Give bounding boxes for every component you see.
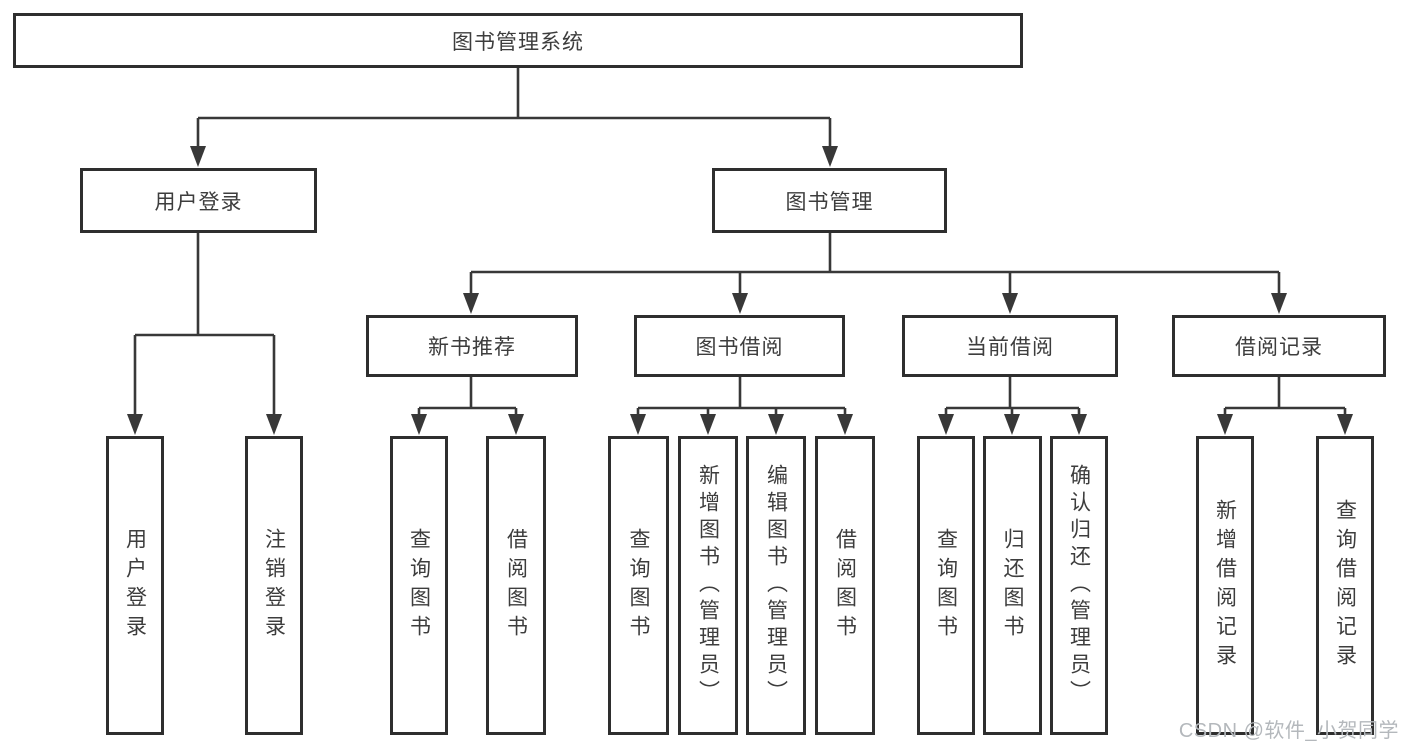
arrow-down-icon	[768, 414, 784, 435]
node-book-management-label: 图书管理	[785, 190, 874, 214]
arrow-down-icon	[463, 293, 479, 314]
node-leaf-query-book-3: 查询图书	[917, 436, 975, 735]
connector-user-login-children	[133, 233, 276, 418]
node-new-book-recommendation-label: 新书推荐	[428, 336, 516, 359]
arrowheads-user-login	[127, 414, 282, 435]
connector-book-management-children	[469, 233, 1281, 297]
connector-current-borrow-children	[944, 377, 1081, 418]
node-user-login-label: 用户登录	[154, 190, 243, 214]
node-leaf-return-book-label: 归还图书	[1001, 527, 1024, 644]
connector-book-borrow-children	[636, 377, 847, 418]
arrow-down-icon	[127, 414, 143, 435]
csdn-watermark: CSDN @软件_小贺同学	[1178, 720, 1399, 742]
arrow-down-icon	[1004, 414, 1020, 435]
node-leaf-user-login-label: 用户登录	[123, 527, 147, 644]
node-current-borrowing-label: 当前借阅	[966, 336, 1054, 359]
node-book-borrowing: 图书借阅	[634, 315, 845, 377]
node-root-label: 图书管理系统	[452, 30, 584, 54]
arrow-down-icon	[1271, 293, 1287, 314]
node-borrowing-records-label: 借阅记录	[1235, 336, 1323, 359]
node-leaf-query-book-2-label: 查询图书	[627, 527, 650, 644]
arrow-down-icon	[938, 414, 954, 435]
node-leaf-query-book-3-label: 查询图书	[934, 527, 958, 644]
node-user-login: 用户登录	[80, 168, 317, 233]
node-leaf-add-book-admin-label: 新增图书（管理员）	[696, 464, 720, 707]
arrow-down-icon	[732, 293, 748, 314]
node-leaf-confirm-return-admin-label: 确认归还（管理员）	[1067, 464, 1091, 707]
node-leaf-confirm-return-admin: 确认归还（管理员）	[1050, 436, 1108, 735]
node-leaf-borrow-book-2-label: 借阅图书	[833, 527, 857, 644]
arrow-down-icon	[700, 414, 716, 435]
arrow-down-icon	[1217, 414, 1233, 435]
arrowheads-book-borrow	[630, 414, 853, 435]
node-book-management: 图书管理	[712, 168, 947, 233]
node-leaf-user-login: 用户登录	[106, 436, 164, 735]
arrow-down-icon	[630, 414, 646, 435]
connector-borrow-record-children	[1223, 377, 1347, 418]
arrow-down-icon	[1071, 414, 1087, 435]
node-leaf-query-book-1: 查询图书	[390, 436, 448, 735]
node-root: 图书管理系统	[13, 13, 1023, 68]
arrow-down-icon	[411, 414, 427, 435]
node-leaf-query-book-1-label: 查询图书	[407, 527, 431, 644]
arrow-down-icon	[266, 414, 282, 435]
arrowheads-current-borrow	[938, 414, 1087, 435]
node-leaf-query-borrow-record-label: 查询借阅记录	[1333, 498, 1357, 673]
node-current-borrowing: 当前借阅	[902, 315, 1118, 377]
arrow-down-icon	[837, 414, 853, 435]
arrowheads-borrow-record	[1217, 414, 1353, 435]
node-leaf-return-book: 归还图书	[983, 436, 1042, 735]
arrow-down-icon	[1337, 414, 1353, 435]
node-leaf-logout: 注销登录	[245, 436, 303, 735]
node-leaf-logout-label: 注销登录	[262, 527, 286, 644]
node-book-borrowing-label: 图书借阅	[695, 336, 784, 359]
arrow-down-icon	[1002, 293, 1018, 314]
node-leaf-borrow-book-1-label: 借阅图书	[504, 527, 528, 644]
arrowheads-level3	[463, 293, 1287, 314]
arrow-down-icon	[822, 146, 838, 167]
node-leaf-edit-book-admin: 编辑图书（管理员）	[746, 436, 806, 735]
arrow-down-icon	[508, 414, 524, 435]
node-leaf-add-borrow-record: 新增借阅记录	[1196, 436, 1254, 735]
arrowheads-level2	[190, 146, 838, 167]
node-leaf-borrow-book-1: 借阅图书	[486, 436, 546, 735]
node-borrowing-records: 借阅记录	[1172, 315, 1386, 377]
node-leaf-add-book-admin: 新增图书（管理员）	[678, 436, 738, 735]
node-leaf-edit-book-admin-label: 编辑图书（管理员）	[764, 464, 788, 707]
node-new-book-recommendation: 新书推荐	[366, 315, 578, 377]
node-leaf-add-borrow-record-label: 新增借阅记录	[1213, 498, 1237, 673]
node-leaf-query-borrow-record: 查询借阅记录	[1316, 436, 1374, 735]
arrow-down-icon	[190, 146, 206, 167]
node-leaf-borrow-book-2: 借阅图书	[815, 436, 875, 735]
connector-root-to-level2	[196, 68, 832, 150]
node-leaf-query-book-2: 查询图书	[608, 436, 669, 735]
arrowheads-new-book	[411, 414, 524, 435]
connector-new-book-children	[417, 377, 518, 418]
